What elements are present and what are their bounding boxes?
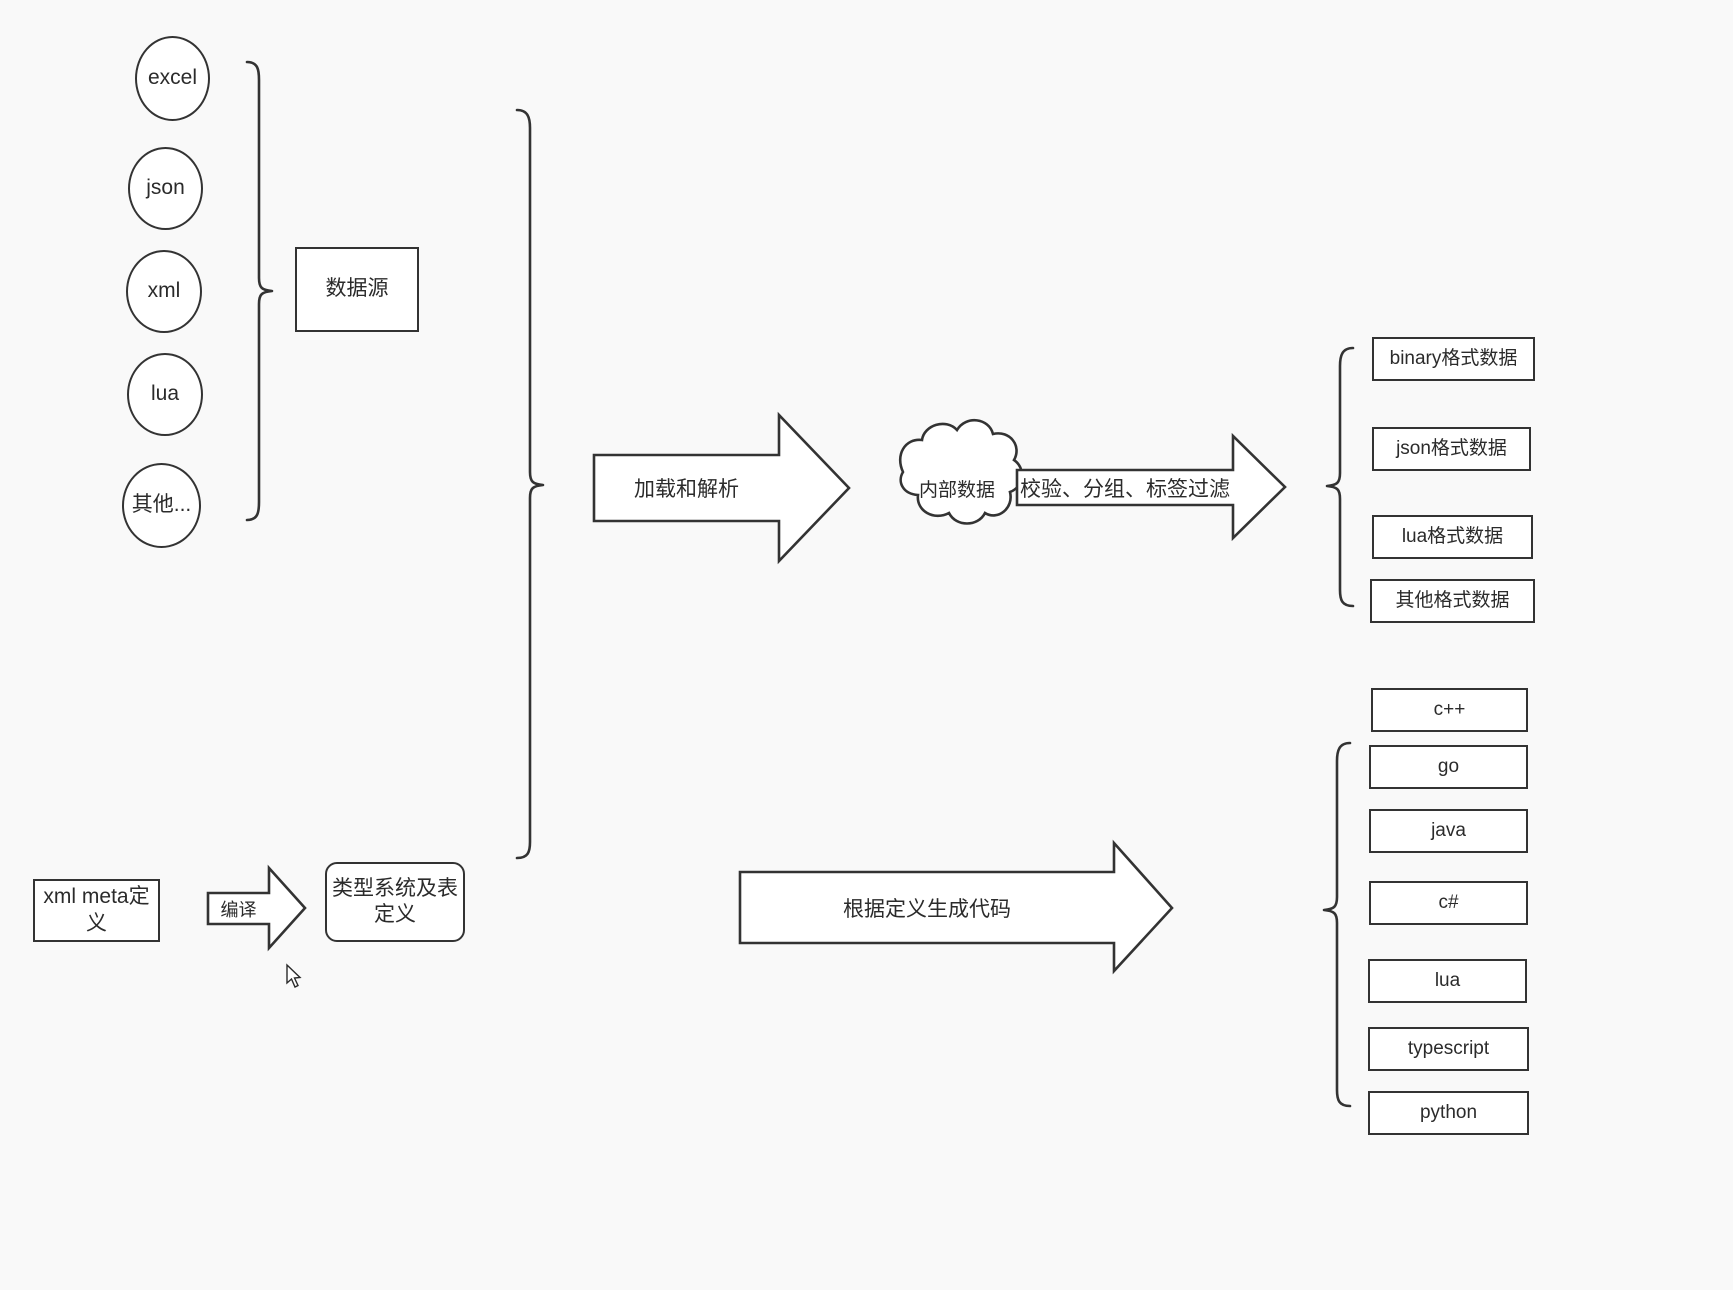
source-node-xml[interactable]: xml [126,250,202,333]
language-brace [1322,741,1352,1108]
output-format-label: binary格式数据 [1389,348,1518,370]
output-language-go[interactable]: go [1369,745,1528,789]
data-format-brace [1325,346,1355,608]
codegen-arrow [738,839,1174,975]
data-source-label: 数据源 [325,277,389,301]
source-label: json [146,176,185,200]
pipeline-input-brace [515,108,545,860]
source-label: 其他... [131,493,192,517]
output-language-java[interactable]: java [1369,809,1528,853]
output-language-lua[interactable]: lua [1368,959,1527,1003]
output-language-label: go [1437,756,1460,778]
data-source-box[interactable]: 数据源 [295,247,419,332]
source-node-excel[interactable]: excel [135,36,210,121]
output-language-label: lua [1434,970,1461,992]
output-format-json[interactable]: json格式数据 [1372,427,1531,471]
output-language-csharp[interactable]: c# [1369,881,1528,925]
xml-meta-definition-label: xml meta定义 [43,885,150,935]
output-language-label: java [1431,820,1466,842]
source-label: lua [150,382,180,406]
output-language-typescript[interactable]: typescript [1368,1027,1529,1071]
xml-meta-definition-box[interactable]: xml meta定义 [33,879,160,942]
output-language-cpp[interactable]: c++ [1371,688,1528,732]
internal-data-cloud [898,419,1024,525]
output-format-label: json格式数据 [1396,438,1507,460]
type-system-label: 类型系统及表定义 [332,876,458,926]
output-format-label: 其他格式数据 [1395,590,1510,612]
output-language-python[interactable]: python [1368,1091,1529,1135]
load-parse-arrow [592,411,851,565]
output-language-label: c# [1438,892,1459,914]
compile-arrow [206,864,307,952]
source-group-brace [245,60,274,522]
filter-arrow [1015,432,1287,542]
source-label: xml [147,279,181,303]
output-language-label: python [1419,1102,1478,1124]
source-node-other[interactable]: 其他... [122,463,201,548]
output-format-other[interactable]: 其他格式数据 [1370,579,1535,623]
source-node-lua[interactable]: lua [127,353,203,436]
output-format-label: lua格式数据 [1401,526,1504,548]
output-format-lua[interactable]: lua格式数据 [1372,515,1533,559]
type-system-box[interactable]: 类型系统及表定义 [325,862,465,942]
source-label: excel [147,66,198,90]
output-format-binary[interactable]: binary格式数据 [1372,337,1535,381]
output-language-label: typescript [1407,1038,1490,1060]
source-node-json[interactable]: json [128,147,203,230]
output-language-label: c++ [1433,699,1466,721]
